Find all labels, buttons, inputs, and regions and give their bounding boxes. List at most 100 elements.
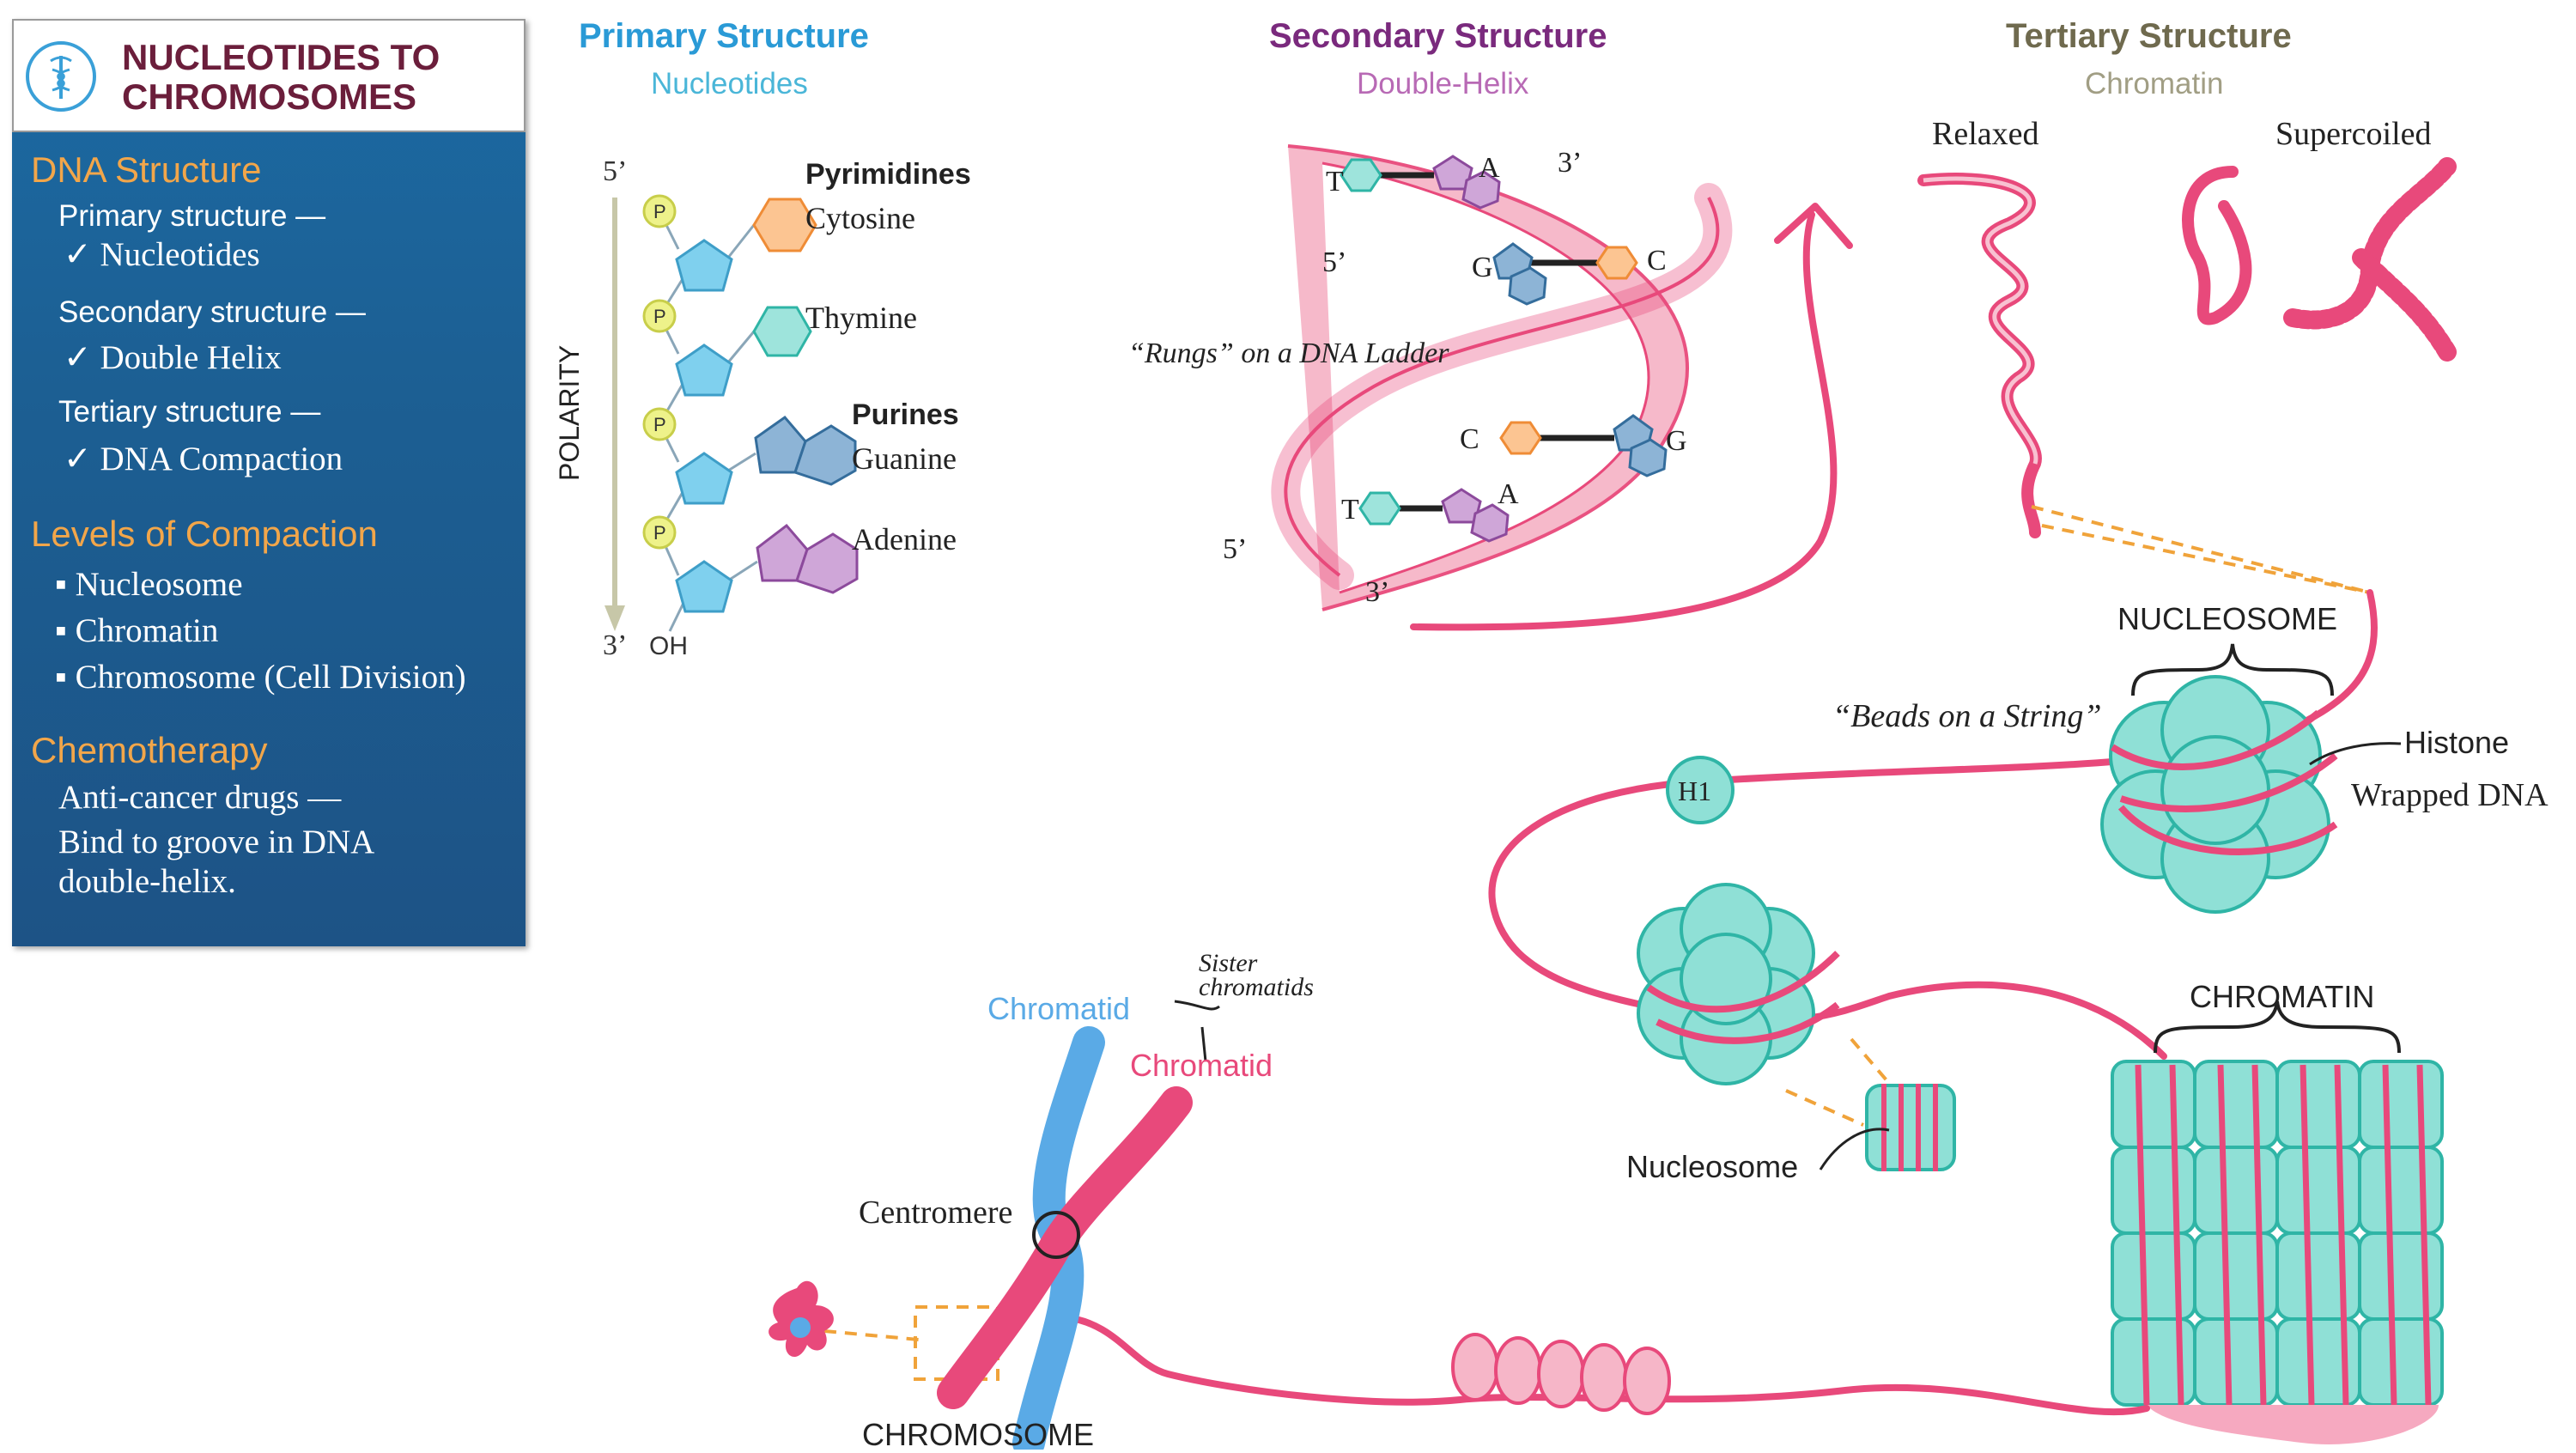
chromatid-pink-label: Chromatid bbox=[1130, 1048, 1273, 1083]
rungs-caption: “Rungs” on a DNA Ladder bbox=[1128, 337, 1449, 369]
item-secondary: Secondary structure — bbox=[58, 295, 366, 329]
nucleosome-pointer bbox=[1819, 1128, 1890, 1170]
chromatin-base bbox=[2147, 1405, 2439, 1444]
primary-structure-title: Primary Structure bbox=[579, 17, 869, 55]
thymine-base bbox=[1340, 158, 1382, 192]
wrapped-dna bbox=[2110, 709, 2338, 855]
section-chemotherapy: Chemotherapy bbox=[31, 730, 268, 770]
panel-title: NUCLEOTIDES TO CHROMOSOMES bbox=[122, 38, 517, 117]
check-double-helix: ✓ Double Helix bbox=[64, 338, 282, 377]
bullet-icon: ▪ bbox=[55, 612, 76, 649]
list-item-label: Chromosome (Cell Division) bbox=[75, 659, 466, 696]
sister-label-line2: chromatids bbox=[1199, 973, 1314, 1001]
arrowhead-icon bbox=[1774, 203, 1853, 249]
check-nucleotides: ✓ Nucleotides bbox=[64, 235, 260, 274]
five-prime-label: 5’ bbox=[1223, 533, 1247, 565]
relaxed-chromatin bbox=[1917, 173, 2042, 538]
beads-on-a-string-caption: “Beads on a String” bbox=[1832, 698, 2102, 734]
cell-icon bbox=[769, 1280, 834, 1358]
wrapped-dna bbox=[1646, 951, 1840, 1044]
phosphate-label-3: P bbox=[653, 414, 666, 435]
nucleosome-heading: NUCLEOSOME bbox=[2117, 601, 2338, 636]
supercoiled-chromatin bbox=[2182, 157, 2457, 362]
nucleotide-chain-diagram: P P P P 5’ 3’ OH POLARITY Pyrimidines Cy… bbox=[554, 155, 971, 661]
guanine-label: Guanine bbox=[852, 441, 957, 476]
five-prime-label: 5’ bbox=[1322, 246, 1346, 278]
nucleosome-label: Nucleosome bbox=[1626, 1149, 1799, 1184]
adenine-base bbox=[1441, 488, 1510, 543]
guanine-base bbox=[1613, 414, 1668, 477]
chromatin-brace bbox=[2154, 1000, 2401, 1054]
thymine-base bbox=[1358, 491, 1401, 526]
item-tertiary: Tertiary structure — bbox=[58, 395, 321, 429]
list-item-label: Nucleosome bbox=[75, 566, 243, 603]
bullet-icon: ▪ bbox=[55, 566, 76, 603]
tertiary-structure-title: Tertiary Structure bbox=[2006, 17, 2292, 55]
summary-panel: NUCLEOTIDES TO CHROMOSOMES DNA Structure… bbox=[12, 19, 526, 946]
sister-chromatids-label: Sister chromatids bbox=[1199, 951, 1314, 1000]
wrapped-dna bbox=[2135, 1064, 2432, 1406]
h1-label: H1 bbox=[1678, 775, 1711, 806]
cytosine-base bbox=[752, 198, 817, 252]
chemo-line3: double-helix. bbox=[58, 863, 236, 900]
section-levels-of-compaction: Levels of Compaction bbox=[31, 514, 378, 554]
polarity-arrowhead-icon bbox=[605, 605, 625, 631]
histone-label: Histone bbox=[2404, 725, 2510, 760]
base-letter: A bbox=[1498, 478, 1519, 510]
phosphate-group bbox=[642, 194, 677, 550]
sister-pointer bbox=[1200, 1026, 1207, 1062]
caduceus-icon bbox=[26, 41, 96, 112]
guanine-base bbox=[754, 415, 857, 486]
chemo-line1: Anti-cancer drugs — bbox=[58, 779, 342, 816]
pyrimidines-label: Pyrimidines bbox=[805, 158, 971, 191]
secondary-structure-subtitle: Double-Helix bbox=[1357, 67, 1529, 100]
list-item: ▪ Nucleosome bbox=[55, 565, 243, 604]
h1-histone bbox=[1666, 756, 1735, 824]
phosphate-label-2: P bbox=[653, 306, 666, 327]
adenine-label: Adenine bbox=[852, 522, 957, 556]
chemo-line2: Bind to groove in DNA bbox=[58, 824, 375, 860]
thymine-base bbox=[752, 306, 812, 357]
panel-title-line1: NUCLEOTIDES TO bbox=[122, 37, 440, 77]
five-prime-label: 5’ bbox=[603, 155, 627, 187]
primary-structure-subtitle: Nucleotides bbox=[651, 67, 808, 100]
three-prime-label: 3’ bbox=[1365, 576, 1389, 608]
section-dna-structure: DNA Structure bbox=[31, 149, 262, 190]
base-letter: T bbox=[1326, 166, 1344, 198]
item-primary: Primary structure — bbox=[58, 199, 326, 233]
cytosine-base bbox=[1595, 246, 1638, 280]
phosphate-label-4: P bbox=[653, 522, 666, 544]
three-prime-label: 3’ bbox=[1558, 147, 1582, 179]
cytosine-base bbox=[1499, 421, 1542, 455]
phosphate-label-1: P bbox=[653, 201, 666, 222]
polarity-label: POLARITY bbox=[554, 345, 585, 481]
secondary-structure-title: Secondary Structure bbox=[1269, 17, 1607, 55]
sister-pointer bbox=[1174, 1000, 1220, 1011]
nucleosome-bead bbox=[1637, 883, 1815, 1085]
list-item: ▪ Chromosome (Cell Division) bbox=[55, 658, 466, 696]
coil-loop bbox=[1451, 1333, 1671, 1415]
double-helix-diagram: T A G C C G T A 3’ 5’ 5’ 3’ “Rungs” on a… bbox=[1128, 144, 1733, 611]
nucleosome-section bbox=[1865, 1084, 1956, 1171]
progression-arrow bbox=[1410, 203, 1853, 631]
deoxyribose-sugar bbox=[675, 239, 733, 613]
base-letter: C bbox=[1647, 245, 1667, 277]
thymine-label: Thymine bbox=[805, 301, 917, 335]
helix-strand-back bbox=[1271, 183, 1733, 590]
check-nucleotides-label: Nucleotides bbox=[100, 236, 260, 273]
sister-label-line1: Sister bbox=[1199, 949, 1258, 977]
three-prime-label: 3’ bbox=[603, 629, 627, 661]
guanine-base bbox=[1492, 242, 1547, 306]
check-icon: ✓ bbox=[64, 339, 100, 376]
centromere-label: Centromere bbox=[859, 1195, 1013, 1231]
base-letter: G bbox=[1472, 252, 1493, 283]
tertiary-structure-subtitle: Chromatin bbox=[2085, 67, 2224, 100]
panel-title-line2: CHROMOSOMES bbox=[122, 76, 417, 117]
check-icon: ✓ bbox=[64, 441, 100, 477]
panel-header: NUCLEOTIDES TO CHROMOSOMES bbox=[12, 19, 526, 132]
check-dna-compaction-label: DNA Compaction bbox=[100, 441, 343, 477]
check-icon: ✓ bbox=[64, 236, 100, 273]
hydroxyl-label: OH bbox=[649, 632, 688, 660]
supercoiled-label: Supercoiled bbox=[2275, 116, 2432, 152]
